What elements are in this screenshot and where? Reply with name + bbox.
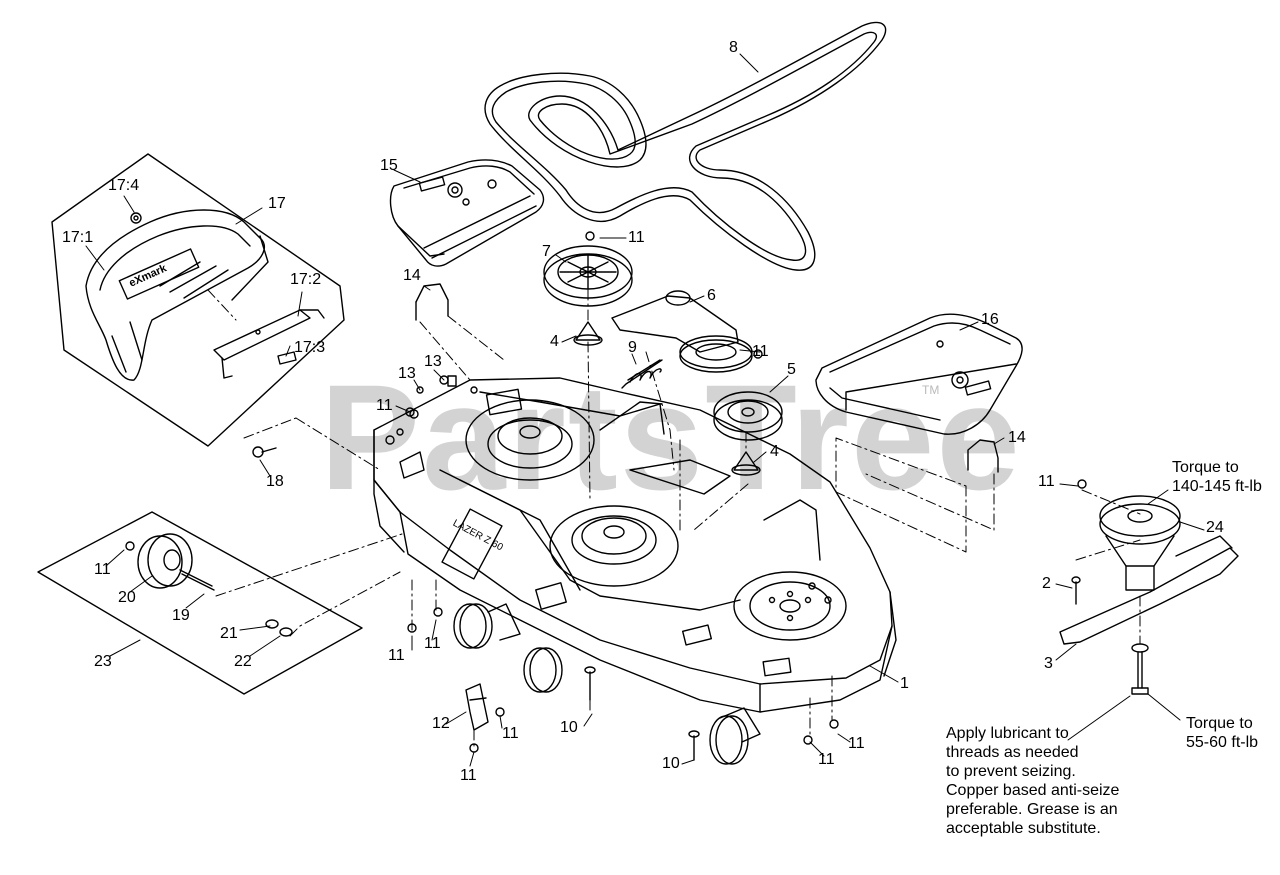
callout-16: 16 bbox=[981, 311, 999, 328]
lubricant-note-line4: Copper based anti-seize bbox=[946, 782, 1120, 799]
callout-5: 5 bbox=[787, 361, 796, 378]
torque-note-spindle: Torque to 140-145 ft-lb bbox=[1172, 458, 1262, 496]
bolt-2 bbox=[1071, 576, 1081, 605]
callout-11-mid: 11 bbox=[752, 343, 769, 360]
callout-10-b: 10 bbox=[662, 755, 680, 772]
callout-17-3: 17:3 bbox=[294, 339, 326, 356]
callout-17-1: 17:1 bbox=[62, 229, 94, 246]
callout-17: 17 bbox=[268, 195, 286, 212]
callout-11-front-b: 11 bbox=[424, 635, 441, 652]
callout-6: 6 bbox=[707, 287, 716, 304]
callout-11-bracket: 11 bbox=[502, 725, 519, 742]
bolt-10b bbox=[688, 730, 700, 761]
lubricant-note-line6: acceptable substitute. bbox=[946, 820, 1101, 837]
lubricant-note-line5: preferable. Grease is an bbox=[946, 801, 1118, 818]
blade bbox=[1059, 535, 1239, 645]
nut-marks bbox=[405, 231, 839, 753]
callout-4-low: 4 bbox=[770, 443, 779, 460]
callout-15: 15 bbox=[380, 157, 398, 174]
callout-17-2: 17:2 bbox=[290, 271, 322, 288]
callout-13-a: 13 bbox=[398, 365, 416, 382]
assembly-centerlines bbox=[207, 289, 1141, 751]
callout-11-spindle: 11 bbox=[1038, 473, 1055, 490]
torque-note-spindle-line2: 140-145 ft-lb bbox=[1172, 478, 1262, 495]
callout-12: 12 bbox=[432, 715, 450, 732]
callout-11-wheel: 11 bbox=[94, 561, 111, 578]
callout-11-deck: 11 bbox=[376, 397, 393, 414]
lubricant-note-line1: Apply lubricant to bbox=[946, 725, 1069, 742]
bolt-10a bbox=[584, 666, 596, 701]
torque-note-bolt: Torque to 55-60 ft-lb bbox=[1186, 714, 1258, 752]
callout-11-front-a: 11 bbox=[388, 647, 405, 664]
callout-9: 9 bbox=[628, 339, 637, 356]
callout-24: 24 bbox=[1206, 519, 1224, 536]
bracket-12 bbox=[465, 683, 489, 731]
callout-18: 18 bbox=[266, 473, 284, 490]
blade-bolt bbox=[1131, 643, 1149, 695]
callout-11-bottom: 11 bbox=[460, 767, 477, 784]
mower-deck bbox=[373, 375, 897, 765]
belt-cover-left bbox=[389, 159, 545, 267]
pulley-5 bbox=[713, 391, 783, 441]
callout-4-top: 4 bbox=[550, 333, 559, 350]
callout-14-right: 14 bbox=[1008, 429, 1026, 446]
callout-23: 23 bbox=[94, 653, 112, 670]
watermark: PartsTree bbox=[320, 353, 1022, 521]
idler-arm bbox=[611, 290, 753, 373]
callout-21: 21 bbox=[220, 625, 238, 642]
callout-1: 1 bbox=[900, 675, 909, 692]
callout-22: 22 bbox=[234, 653, 252, 670]
torque-note-bolt-line2: 55-60 ft-lb bbox=[1186, 734, 1259, 751]
lubricant-note-line2: threads as needed bbox=[946, 744, 1079, 761]
belt-cover-right bbox=[815, 313, 1023, 435]
drive-belt bbox=[484, 21, 887, 271]
torque-note-spindle-line1: Torque to bbox=[1172, 459, 1239, 476]
callout-3: 3 bbox=[1044, 655, 1053, 672]
callout-11-deck-a: 11 bbox=[818, 751, 835, 768]
callout-20: 20 bbox=[118, 589, 136, 606]
callout-13-b: 13 bbox=[424, 353, 442, 370]
callout-11-top: 11 bbox=[628, 229, 645, 246]
callout-2: 2 bbox=[1042, 575, 1051, 592]
callout-14-left: 14 bbox=[403, 267, 421, 284]
callout-8: 8 bbox=[729, 39, 738, 56]
lubricant-note-line3: to prevent seizing. bbox=[946, 763, 1076, 780]
gauge-wheel-assembly-box bbox=[37, 511, 363, 695]
callout-17-4: 17:4 bbox=[108, 177, 140, 194]
torque-note-bolt-line1: Torque to bbox=[1186, 715, 1253, 732]
callout-10-a: 10 bbox=[560, 719, 578, 736]
callout-7: 7 bbox=[542, 243, 551, 260]
hairpin-14a bbox=[415, 283, 449, 321]
idler-4b bbox=[731, 451, 761, 476]
watermark-trademark: TM bbox=[922, 383, 940, 397]
spindle-assembly bbox=[1077, 479, 1181, 591]
clutch-cover-assembly-box bbox=[51, 153, 345, 458]
spring bbox=[621, 359, 663, 389]
callout-11-deck-b: 11 bbox=[848, 735, 865, 752]
leader-lines bbox=[85, 53, 1205, 767]
lubricant-note: Apply lubricant to threads as needed to … bbox=[946, 724, 1119, 838]
callout-19: 19 bbox=[172, 607, 190, 624]
hairpin-14b bbox=[967, 439, 999, 473]
